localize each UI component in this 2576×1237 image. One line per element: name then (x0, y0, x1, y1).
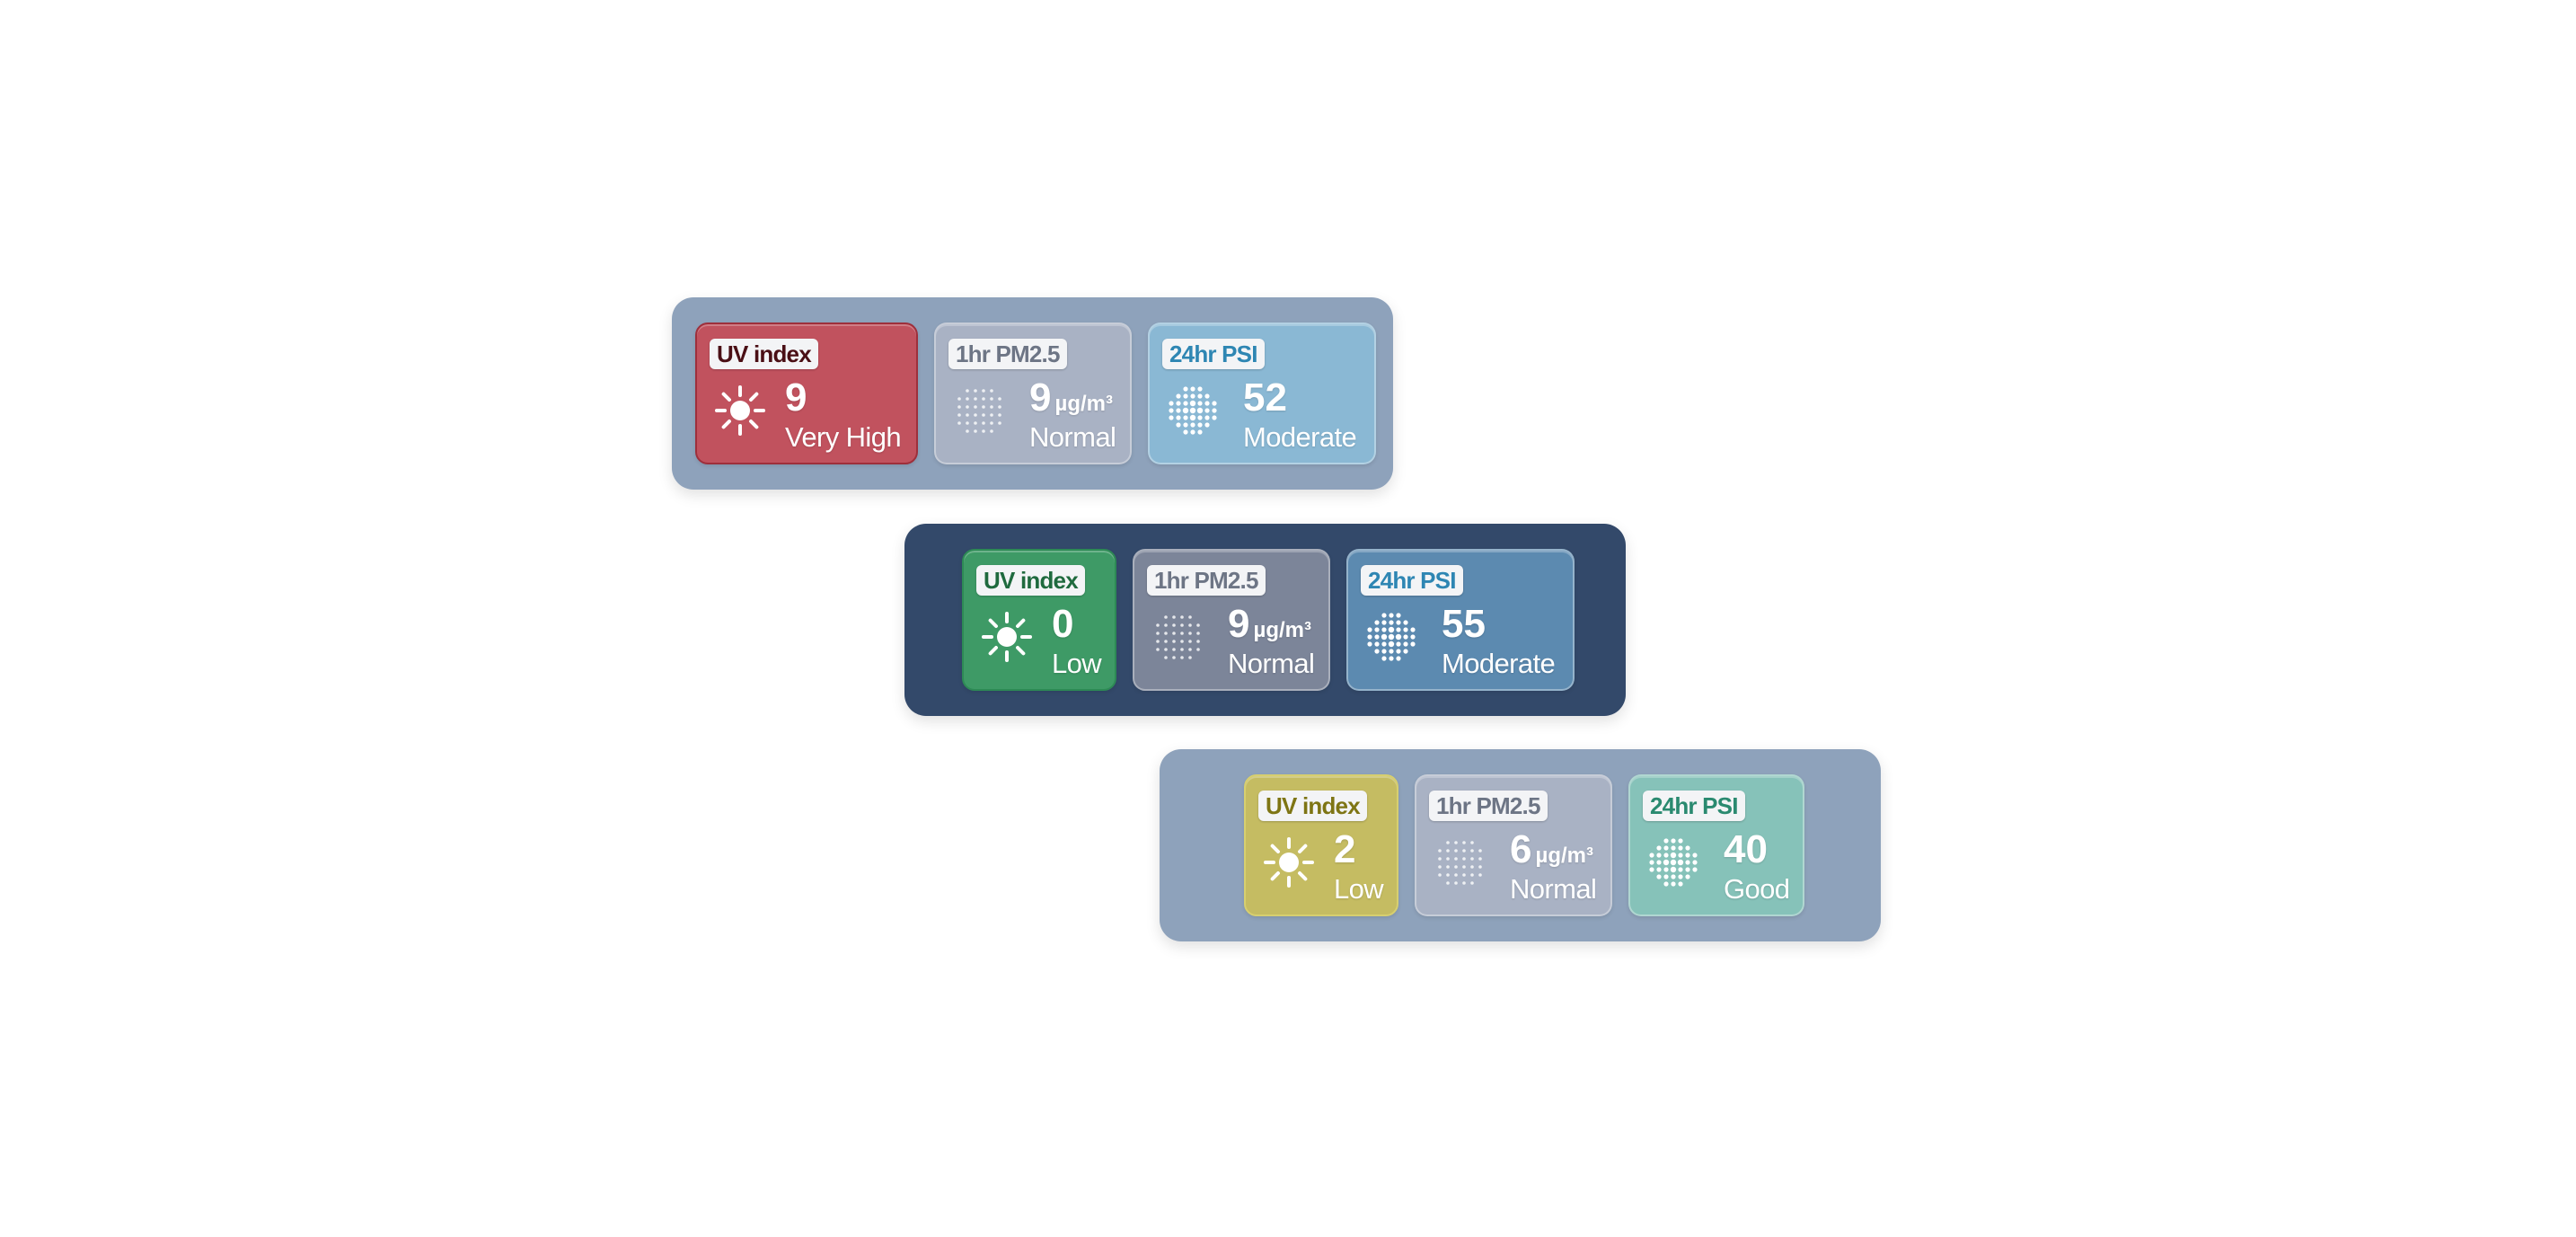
pm25-status: Normal (1029, 421, 1116, 453)
uv-index-card[interactable]: UV index 9 Very High (695, 323, 918, 464)
psi-status: Moderate (1442, 648, 1556, 679)
uv-index-label: UV index (976, 565, 1085, 596)
uv-index-label: UV index (710, 339, 818, 369)
psi-label: 24hr PSI (1643, 791, 1745, 821)
pm25-unit: µg/m³ (1054, 392, 1113, 416)
psi-card[interactable]: 24hr PSI 40 Good (1628, 774, 1804, 916)
pm25-label: 1hr PM2.5 (1429, 791, 1548, 821)
uv-index-status: Low (1052, 648, 1102, 679)
pm25-value: 6 (1510, 827, 1532, 871)
pm25-status: Normal (1510, 873, 1597, 905)
pm25-label: 1hr PM2.5 (1147, 565, 1266, 596)
sun-icon (715, 385, 765, 436)
particle-grid-icon (1156, 615, 1200, 659)
sun-icon (982, 612, 1032, 662)
psi-value: 40 (1724, 827, 1768, 871)
sun-icon (1264, 837, 1314, 888)
particle-grid-icon (957, 389, 1001, 433)
uv-index-status: Very High (785, 421, 902, 453)
uv-index-value: 9 (785, 376, 807, 420)
uv-index-status: Low (1334, 873, 1384, 905)
pm25-unit: µg/m³ (1253, 618, 1311, 642)
psi-status: Good (1724, 873, 1790, 905)
psi-card[interactable]: 24hr PSI 52 Moderate (1148, 323, 1376, 464)
particle-cluster-icon (1169, 386, 1217, 435)
psi-value: 55 (1442, 602, 1486, 646)
pm25-value: 9 (1029, 376, 1052, 420)
particle-grid-icon (1438, 841, 1482, 885)
psi-label: 24hr PSI (1361, 565, 1463, 596)
psi-value: 52 (1243, 376, 1287, 420)
pm25-unit: µg/m³ (1535, 844, 1593, 868)
uv-index-label: UV index (1258, 791, 1367, 821)
uv-index-card[interactable]: UV index 2 Low (1244, 774, 1398, 916)
psi-status: Moderate (1243, 421, 1357, 453)
psi-label: 24hr PSI (1162, 339, 1265, 369)
particle-cluster-icon (1649, 838, 1698, 887)
pm25-status: Normal (1228, 648, 1315, 679)
particle-cluster-icon (1367, 613, 1416, 661)
uv-index-card[interactable]: UV index 0 Low (962, 549, 1116, 691)
pm25-label: 1hr PM2.5 (948, 339, 1067, 369)
pm25-value: 9 (1228, 602, 1250, 646)
psi-card[interactable]: 24hr PSI 55 Moderate (1346, 549, 1575, 691)
uv-index-value: 0 (1052, 602, 1074, 646)
uv-index-value: 2 (1334, 827, 1356, 871)
